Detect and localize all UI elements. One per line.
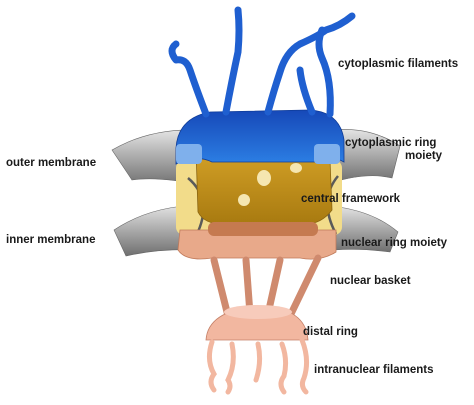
cytoplasmic-ring-light-right [314, 144, 340, 164]
core-hole-3 [290, 163, 302, 173]
label-distal-ring: distal ring [303, 326, 358, 338]
basket-filament-1 [210, 256, 232, 320]
intranuclear-filament-4 [278, 341, 289, 395]
cytoplasmic-filament-3 [264, 12, 356, 116]
cytoplasmic-ring-light-left [176, 144, 202, 164]
label-cytoplasmic-ring-line2: moiety [405, 150, 443, 162]
basket-filament-3 [264, 256, 284, 318]
core-hole-4 [238, 194, 250, 206]
label-nuclear-basket: nuclear basket [330, 275, 411, 287]
intranuclear-filament-1 [206, 339, 217, 393]
cytoplasmic-filaments [168, 6, 356, 118]
label-inner-membrane: inner membrane [6, 234, 96, 246]
nuclear-ring-brown-band [208, 222, 318, 236]
intranuclear-filaments [206, 337, 310, 395]
intranuclear-filament-5 [299, 337, 310, 395]
cytoplasmic-filament-5 [315, 26, 334, 118]
basket-filament-4 [286, 254, 322, 320]
label-cytoplasmic-filaments: cytoplasmic filaments [338, 58, 459, 70]
label-nuclear-ring-moiety: nuclear ring moiety [341, 237, 448, 249]
cytoplasmic-filament-1 [168, 40, 210, 118]
label-cytoplasmic-ring-line1: cytoplasmic ring [345, 137, 437, 149]
cytoplasmic-filament-2 [222, 6, 243, 116]
label-outer-membrane: outer membrane [6, 157, 97, 169]
distal-ring-top [224, 305, 292, 319]
label-central-framework: central framework [301, 193, 401, 205]
outer-membrane-right [329, 129, 401, 183]
inner-membrane-right [329, 205, 399, 253]
intranuclear-filament-3 [253, 341, 263, 383]
label-intranuclear-filaments: intranuclear filaments [314, 364, 434, 376]
core-hole-2 [257, 170, 271, 186]
nuclear-basket [210, 254, 322, 320]
cytoplasmic-filament-4 [296, 66, 316, 116]
intranuclear-filament-2 [225, 341, 236, 395]
nuclear-ring-moiety [177, 229, 337, 260]
basket-filament-2 [242, 256, 254, 318]
